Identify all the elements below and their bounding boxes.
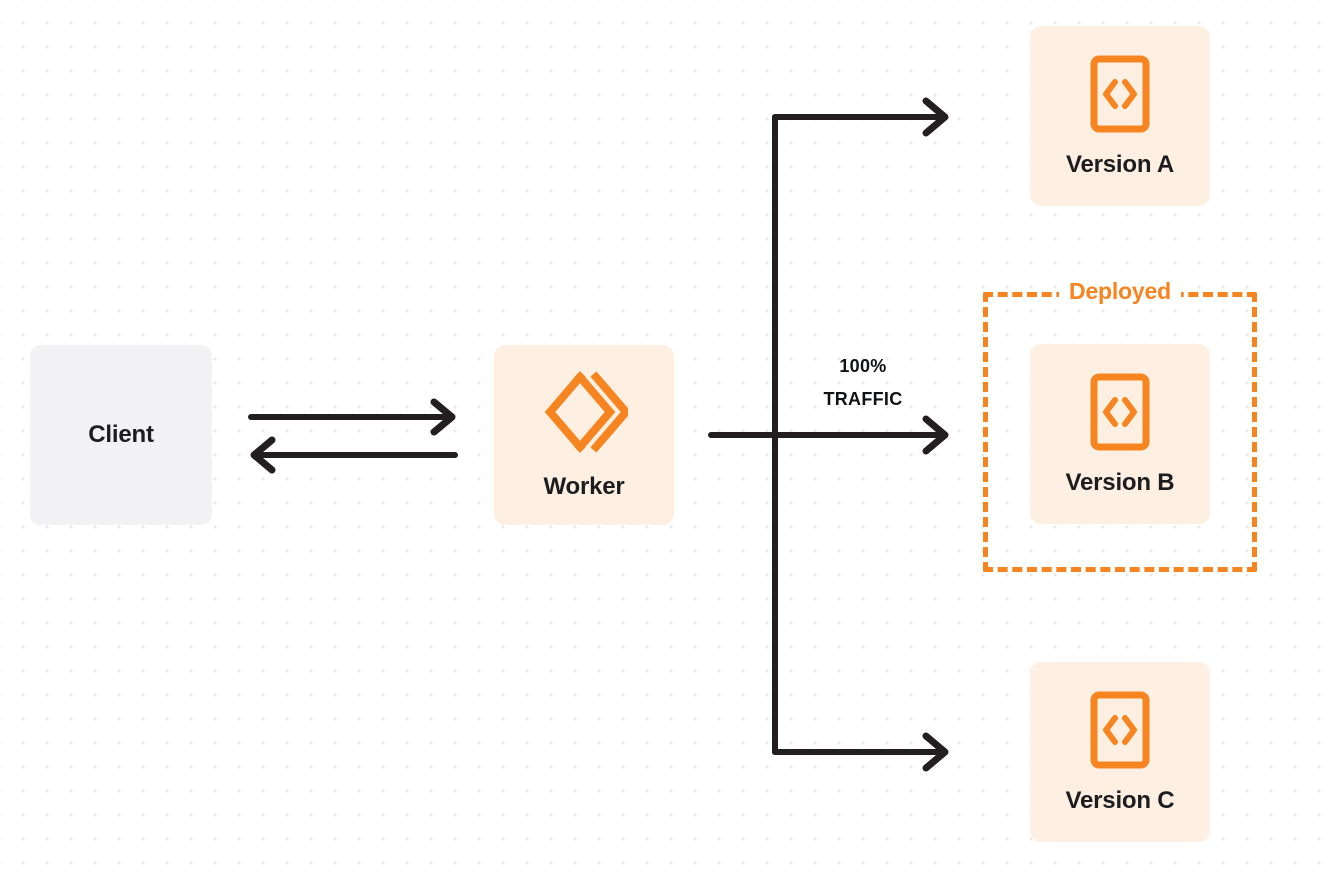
traffic-word: TRAFFIC: [823, 389, 903, 410]
deployed-group-label: Deployed: [1059, 280, 1181, 303]
deployed-group: Deployed: [983, 280, 1257, 572]
worker-label: Worker: [543, 473, 625, 500]
edge-worker-trunk: [708, 415, 949, 455]
version-a-label: Version A: [1065, 151, 1175, 178]
edge-client-to-worker: [248, 398, 456, 436]
edge-worker-to-client: [250, 436, 458, 474]
version-b-label: Version B: [1065, 469, 1175, 496]
version-b-node[interactable]: Version B: [1030, 344, 1210, 524]
client-label: Client: [88, 421, 154, 448]
worker-node[interactable]: Worker: [494, 345, 674, 525]
client-node[interactable]: Client: [30, 345, 212, 525]
code-brackets-icon: [1090, 373, 1150, 451]
code-brackets-icon: [1090, 55, 1150, 133]
edge-to-version-c: [772, 732, 949, 772]
version-c-node[interactable]: Version C: [1030, 662, 1210, 842]
cloudflare-workers-logo-icon: [540, 371, 628, 453]
version-a-node[interactable]: Version A: [1030, 26, 1210, 206]
version-c-label: Version C: [1065, 787, 1175, 814]
traffic-percentage-label: 100% TRAFFIC: [783, 350, 943, 417]
traffic-percent-value: 100%: [839, 356, 887, 376]
edge-to-version-a: [772, 97, 949, 137]
code-brackets-icon: [1090, 691, 1150, 769]
